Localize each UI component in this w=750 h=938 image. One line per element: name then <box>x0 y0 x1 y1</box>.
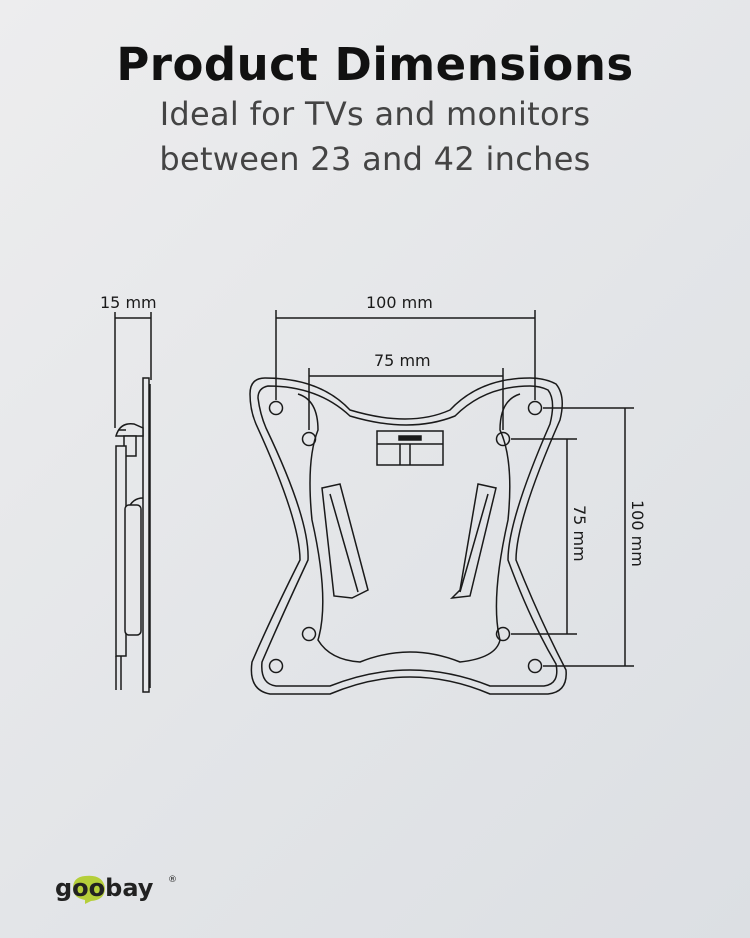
brand-name: goobay <box>55 874 154 902</box>
goobay-logo: goobay ® <box>55 874 177 904</box>
logo-bubble-icon <box>73 875 105 904</box>
registered-mark: ® <box>168 875 177 885</box>
inner-width-label: 75 mm <box>374 351 431 370</box>
side-view: 15 mm <box>100 293 157 693</box>
inner-height-label: 75 mm <box>570 505 589 562</box>
outer-height-label: 100 mm <box>628 500 647 567</box>
side-depth-label: 15 mm <box>100 293 157 312</box>
page-title: Product Dimensions <box>116 38 634 91</box>
subtitle-line-1: Ideal for TVs and monitors <box>159 95 591 133</box>
front-view: 100 mm 75 mm 100 mm 75 mm <box>249 293 647 695</box>
outer-width-label: 100 mm <box>366 293 433 312</box>
subtitle-line-2: between 23 and 42 inches <box>159 140 591 178</box>
